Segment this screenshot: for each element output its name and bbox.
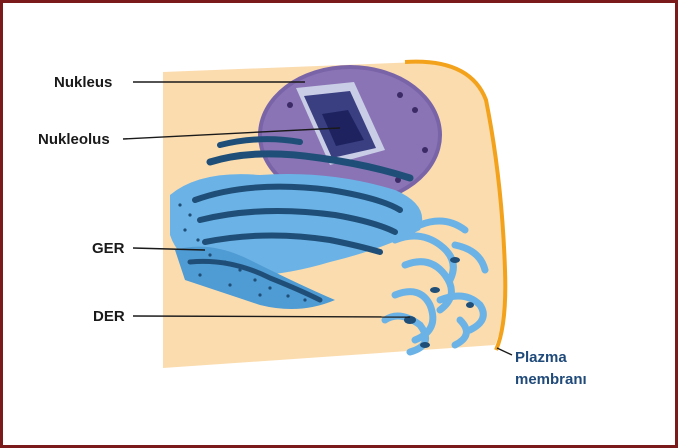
nucleolus-label: Nukleolus [38,131,110,148]
rough-er-label: GER [92,240,125,257]
smooth-er-label: DER [93,308,125,325]
plasma-membrane-label-line2: membranı [515,371,587,388]
nucleus-label: Nukleus [54,74,112,91]
plasma-membrane-label-line1: Plazma [515,349,567,366]
plasma-membrane-leader-line [497,348,512,355]
